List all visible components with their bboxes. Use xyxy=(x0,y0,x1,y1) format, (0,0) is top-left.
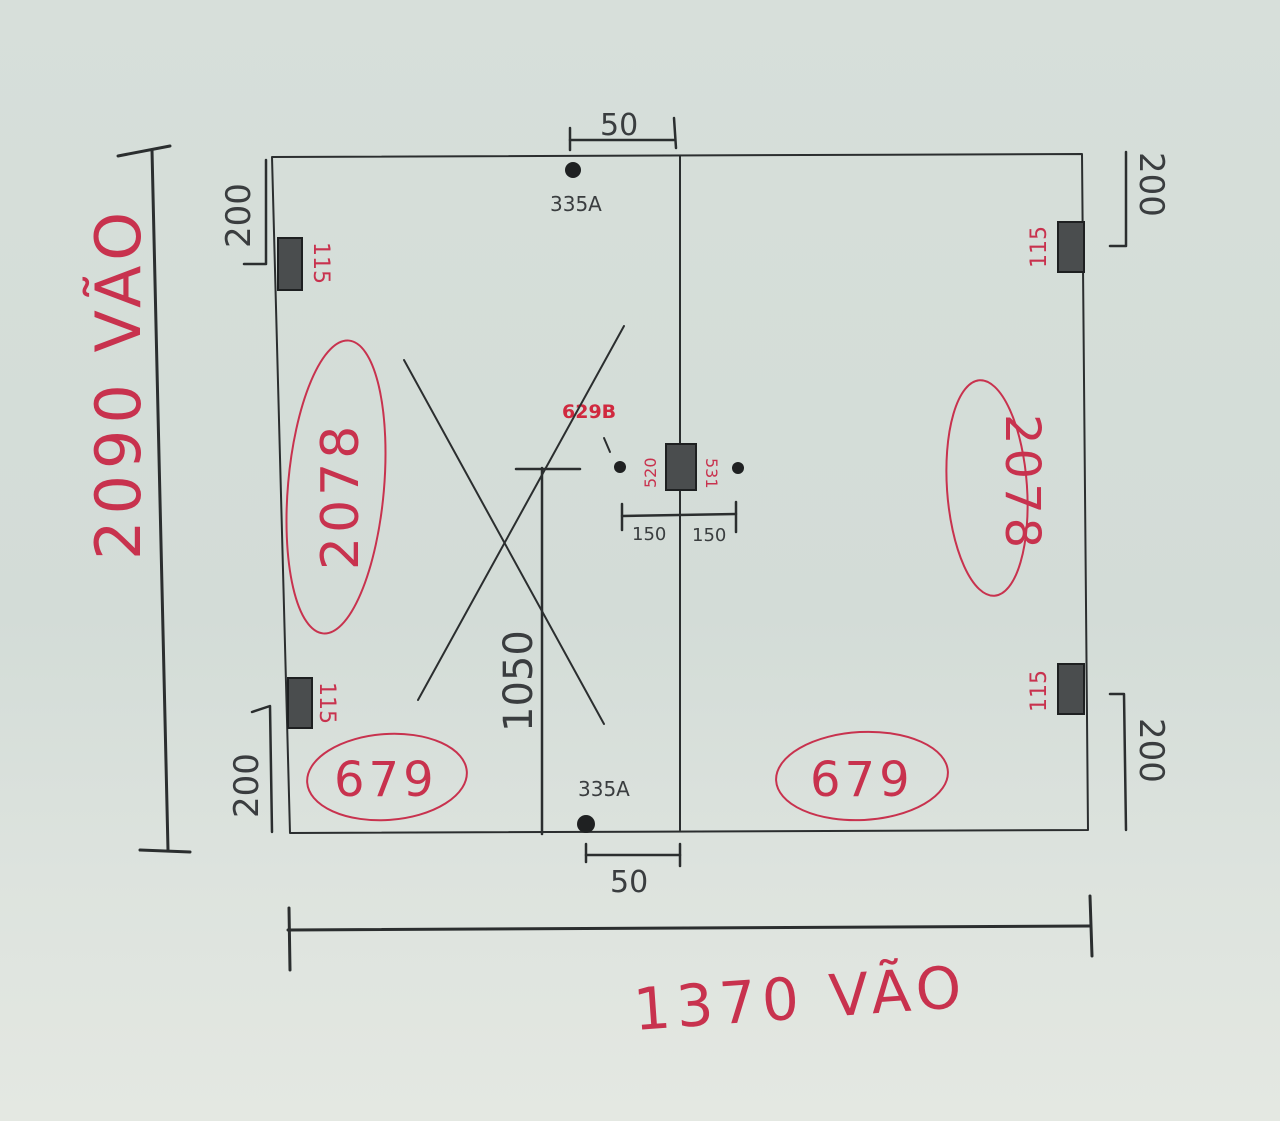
hinge-icon xyxy=(1057,221,1085,273)
lock-offset-line xyxy=(620,512,738,518)
lock-code-label: 629B xyxy=(562,401,616,423)
top-pivot-dot xyxy=(565,162,581,178)
top-gap-label: 50 xyxy=(600,108,638,143)
hinge-left-top-label: 115 xyxy=(308,242,333,284)
width-dimension: 1370 VÃO xyxy=(286,894,1094,1044)
top-gap-dimension: 50 xyxy=(568,108,678,152)
lock-left-dot xyxy=(614,461,626,473)
hinge-left-bottom: 115 xyxy=(287,677,339,729)
hinge-right-bottom-label: 115 xyxy=(1027,670,1052,712)
hinge-right-bottom: 115 xyxy=(1027,663,1085,715)
width-tick-left xyxy=(287,906,292,972)
bottom-gap-dimension: 50 xyxy=(584,842,682,900)
hinge-icon xyxy=(1057,663,1085,715)
lock-left-code-label: 520 xyxy=(641,457,660,488)
door-frame xyxy=(271,153,1089,834)
right-bottom-offset-line xyxy=(1108,692,1128,832)
left-bottom-offset-line xyxy=(250,704,274,834)
top-pivot-label: 335A xyxy=(550,192,602,216)
lock-right-dot xyxy=(732,462,744,474)
lock-left-offset-label: 150 xyxy=(632,524,666,545)
right-width-ellipse xyxy=(775,730,949,822)
top-pivot: 335A xyxy=(550,162,602,216)
frame-outline xyxy=(271,153,1089,834)
left-width-ellipse xyxy=(306,732,468,822)
hinge-right-top-label: 115 xyxy=(1027,226,1052,268)
height-tick-top xyxy=(116,144,172,158)
width-tick-right xyxy=(1088,894,1094,958)
right-bottom-offset: 200 xyxy=(1108,692,1171,832)
lock-right-offset-label: 150 xyxy=(692,525,726,546)
handle-height-dimension: 1050 xyxy=(496,466,582,836)
cross-line-b xyxy=(417,325,625,701)
left-bottom-offset-label: 200 xyxy=(227,753,267,818)
right-panel-height: 2078 xyxy=(994,414,1050,552)
height-dimension-line xyxy=(150,148,170,852)
left-bottom-offset: 200 xyxy=(227,704,274,834)
hinge-right-top: 115 xyxy=(1027,221,1085,273)
left-top-offset-line xyxy=(242,158,268,266)
right-top-offset-line xyxy=(1108,150,1128,248)
left-height-ellipse xyxy=(285,339,387,635)
handle-height-label: 1050 xyxy=(496,630,542,732)
left-top-offset: 200 xyxy=(219,158,268,266)
bottom-gap-label: 50 xyxy=(610,865,648,900)
width-label: 1370 VÃO xyxy=(631,952,969,1044)
hinge-left-bottom-label: 115 xyxy=(314,682,339,724)
right-height-ellipse xyxy=(945,379,1029,597)
height-dimension: 2090 VÃO xyxy=(82,144,192,854)
right-panel-width: 679 xyxy=(810,752,914,808)
bottom-pivot: 335A xyxy=(577,777,630,833)
hinge-icon xyxy=(277,237,303,291)
right-top-offset-label: 200 xyxy=(1131,152,1171,217)
lock-right-code-label: 531 xyxy=(702,458,721,489)
height-tick-bottom xyxy=(138,848,192,854)
top-gap-tick-right xyxy=(672,116,678,150)
lock-code-leader xyxy=(603,437,611,453)
lock-assembly: 629B 520 531 150 150 xyxy=(562,401,744,546)
bottom-pivot-dot xyxy=(577,815,595,833)
left-panel-annotations: 2078 679 xyxy=(285,339,468,822)
fixed-panel-cross xyxy=(403,325,625,725)
lock-icon xyxy=(665,443,697,491)
bottom-pivot-label: 335A xyxy=(578,777,630,801)
height-label: 2090 VÃO xyxy=(82,206,155,560)
hinge-left-top: 115 xyxy=(277,237,333,291)
left-top-offset-label: 200 xyxy=(219,183,259,248)
left-panel-width: 679 xyxy=(334,752,438,808)
hinge-icon xyxy=(287,677,313,729)
right-panel-annotations: 2078 679 xyxy=(775,379,1050,822)
width-dimension-line xyxy=(286,924,1092,932)
right-top-offset: 200 xyxy=(1108,150,1171,248)
left-panel-height: 2078 xyxy=(311,422,371,570)
right-bottom-offset-label: 200 xyxy=(1131,718,1171,783)
